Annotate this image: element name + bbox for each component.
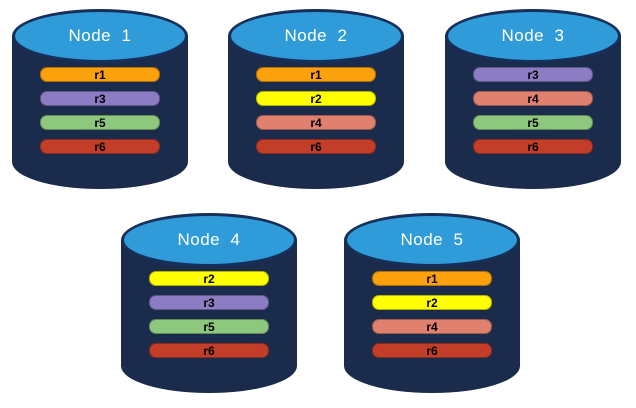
node-title: Node 3 xyxy=(501,26,565,45)
replica-bar: r5 xyxy=(473,115,593,130)
node-3: Node 3 r3 r4 r5 r6 xyxy=(445,9,621,189)
replica-label: r3 xyxy=(203,295,215,310)
node-4: Node 4 r2 r3 r5 r6 xyxy=(121,213,297,393)
replica-bar: r5 xyxy=(149,319,269,334)
node-title: Node 5 xyxy=(400,230,464,249)
node-title: Node 4 xyxy=(177,230,241,249)
replica-label: r5 xyxy=(203,319,215,334)
replica-label: r4 xyxy=(527,91,539,106)
replica-bar: r6 xyxy=(473,139,593,154)
replica-label: r2 xyxy=(426,295,438,310)
replica-label: r6 xyxy=(94,139,106,154)
replica-list: r1 r3 r5 r6 xyxy=(40,67,160,154)
replica-list: r2 r3 r5 r6 xyxy=(149,271,269,358)
replica-label: r6 xyxy=(527,139,539,154)
replica-bar: r6 xyxy=(149,343,269,358)
replica-bar: r2 xyxy=(149,271,269,286)
cylinder-top: Node 1 xyxy=(12,9,188,63)
replica-label: r1 xyxy=(310,67,322,82)
node-title: Node 2 xyxy=(284,26,348,45)
replica-label: r2 xyxy=(310,91,322,106)
replica-bar: r1 xyxy=(372,271,492,286)
replica-bar: r3 xyxy=(40,91,160,106)
replica-bar: r6 xyxy=(256,139,376,154)
replica-label: r6 xyxy=(310,139,322,154)
replica-label: r5 xyxy=(94,115,106,130)
replica-bar: r4 xyxy=(372,319,492,334)
replica-list: r3 r4 r5 r6 xyxy=(473,67,593,154)
replica-bar: r4 xyxy=(473,91,593,106)
node-2: Node 2 r1 r2 r4 r6 xyxy=(228,9,404,189)
replica-label: r3 xyxy=(94,91,106,106)
node-title: Node 1 xyxy=(68,26,132,45)
replica-bar: r1 xyxy=(256,67,376,82)
replica-list: r1 r2 r4 r6 xyxy=(256,67,376,154)
replica-label: r2 xyxy=(203,271,215,286)
replica-label: r5 xyxy=(527,115,539,130)
replica-bar: r3 xyxy=(473,67,593,82)
replica-label: r6 xyxy=(426,343,438,358)
replica-label: r4 xyxy=(426,319,438,334)
cylinder-top: Node 4 xyxy=(121,213,297,267)
node-5: Node 5 r1 r2 r4 r6 xyxy=(344,213,520,393)
replica-label: r3 xyxy=(527,67,539,82)
replica-bar: r3 xyxy=(149,295,269,310)
replica-bar: r6 xyxy=(372,343,492,358)
replica-bar: r2 xyxy=(256,91,376,106)
cylinder-top: Node 3 xyxy=(445,9,621,63)
replica-label: r6 xyxy=(203,343,215,358)
replica-bar: r2 xyxy=(372,295,492,310)
replica-list: r1 r2 r4 r6 xyxy=(372,271,492,358)
cylinder-top: Node 5 xyxy=(344,213,520,267)
replica-bar: r6 xyxy=(40,139,160,154)
replica-bar: r4 xyxy=(256,115,376,130)
replica-bar: r1 xyxy=(40,67,160,82)
replica-bar: r5 xyxy=(40,115,160,130)
cylinder-top: Node 2 xyxy=(228,9,404,63)
replica-label: r1 xyxy=(94,67,106,82)
node-1: Node 1 r1 r3 r5 r6 xyxy=(12,9,188,189)
replica-label: r1 xyxy=(426,271,438,286)
replica-label: r4 xyxy=(310,115,322,130)
